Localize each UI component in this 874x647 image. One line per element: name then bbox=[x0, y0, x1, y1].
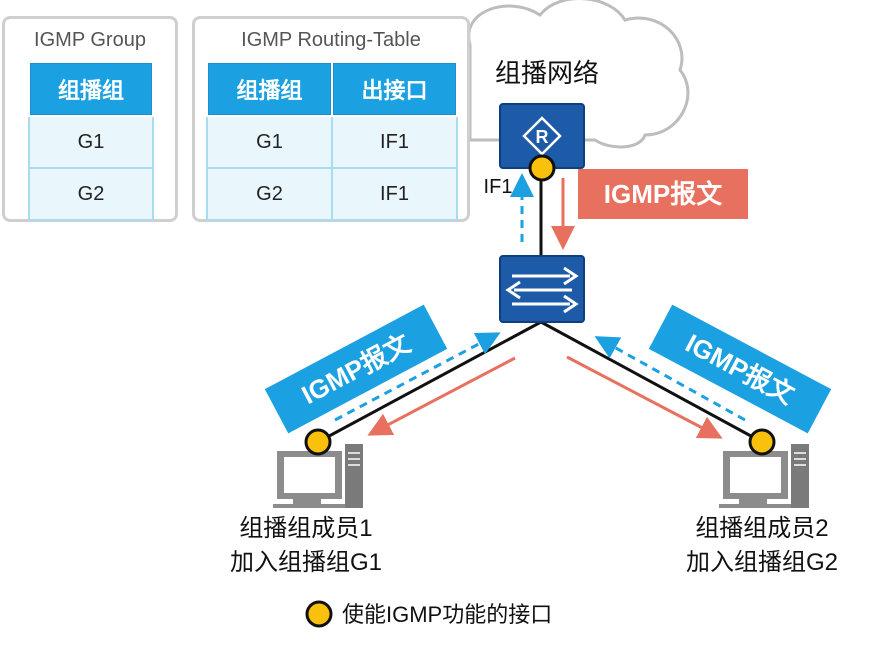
interface-cell: IF1 bbox=[331, 115, 458, 169]
igmp-message-label-upstream: IGMP报文 bbox=[578, 169, 748, 219]
table-row: G2 bbox=[28, 167, 154, 221]
igmp-report-arrow-member2 bbox=[594, 336, 746, 422]
igmp-query-arrow-member2 bbox=[566, 355, 723, 439]
legend-dot bbox=[305, 600, 333, 628]
switch-member1-link bbox=[317, 320, 542, 444]
svg-text:R: R bbox=[536, 127, 549, 147]
group-cell: G1 bbox=[206, 115, 333, 169]
interface-label: IF1 bbox=[483, 176, 513, 198]
group-cell: G2 bbox=[28, 167, 154, 221]
table-row: G1 IF1 bbox=[206, 115, 458, 169]
igmp-group-title: IGMP Group bbox=[34, 29, 146, 51]
igmp-report-arrow-member1 bbox=[334, 332, 501, 422]
igmp-routing-table-title: IGMP Routing-Table bbox=[241, 29, 421, 51]
member2-title: 组播组成员2 bbox=[695, 515, 829, 542]
cloud-label: 组播网络 bbox=[494, 58, 599, 88]
member1-title: 组播组成员1 bbox=[239, 515, 373, 542]
member1-label: 组播组成员1 加入组播组G1 bbox=[196, 512, 416, 580]
igmp-query-arrow-member1 bbox=[367, 356, 516, 436]
group-column-header: 组播组 bbox=[206, 61, 333, 117]
group-column-header: 组播组 bbox=[28, 61, 154, 117]
legend-text: 使能IGMP功能的接口 bbox=[342, 602, 553, 627]
igmp-interface-member2-dot bbox=[748, 428, 776, 456]
member2-label: 组播组成员2 加入组播组G2 bbox=[652, 512, 872, 580]
member2-group: 加入组播组G2 bbox=[685, 549, 838, 576]
igmp-interface-member1-dot bbox=[304, 428, 332, 456]
group-cell: G2 bbox=[206, 167, 333, 221]
table-row: G2 IF1 bbox=[206, 167, 458, 221]
igmp-routing-table: 组播组 出接口 G1 IF1 G2 IF1 bbox=[206, 61, 458, 221]
igmp-group-table: 组播组 G1 G2 bbox=[28, 61, 154, 221]
igmp-routing-table-panel: IGMP Routing-Table 组播组 出接口 G1 IF1 G2 IF1 bbox=[192, 16, 470, 222]
computer-icon-member2 bbox=[719, 444, 809, 508]
switch-icon bbox=[499, 255, 585, 323]
igmp-group-panel: IGMP Group 组播组 G1 G2 bbox=[2, 16, 178, 222]
interface-column-header: 出接口 bbox=[331, 61, 458, 117]
group-cell: G1 bbox=[28, 115, 154, 169]
igmp-interface-router-dot bbox=[528, 154, 556, 182]
interface-cell: IF1 bbox=[331, 167, 458, 221]
table-row: G1 bbox=[28, 115, 154, 169]
switch-member2-link bbox=[540, 320, 763, 444]
computer-icon-member1 bbox=[273, 444, 363, 508]
member1-group: 加入组播组G1 bbox=[229, 549, 382, 576]
